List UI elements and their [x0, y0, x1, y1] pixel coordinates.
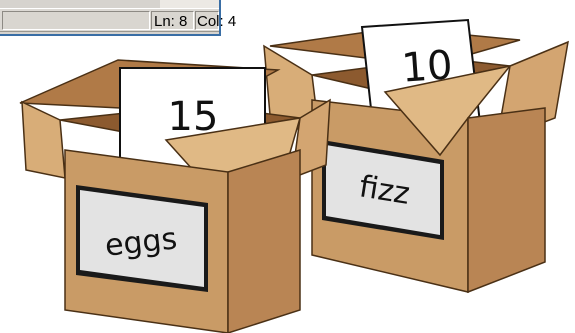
editor-window-corner: Ln: 8 Col: 4 — [0, 0, 236, 36]
box-eggs: 15 eggs — [19, 59, 331, 333]
box-fizz-label: fizz — [357, 169, 412, 211]
status-bar: Ln: 8 Col: 4 — [0, 8, 236, 32]
box-fizz-label-panel: fizz — [322, 140, 444, 240]
status-message-field — [2, 11, 150, 30]
box-eggs-label-panel: eggs — [76, 185, 208, 292]
box-eggs-left-flap — [21, 100, 66, 179]
box-fizz-side — [467, 107, 546, 294]
box-eggs-label: eggs — [103, 221, 178, 263]
box-eggs-side — [227, 148, 301, 333]
line-number-indicator: Ln: 8 — [151, 11, 194, 30]
window-edge — [160, 0, 219, 8]
